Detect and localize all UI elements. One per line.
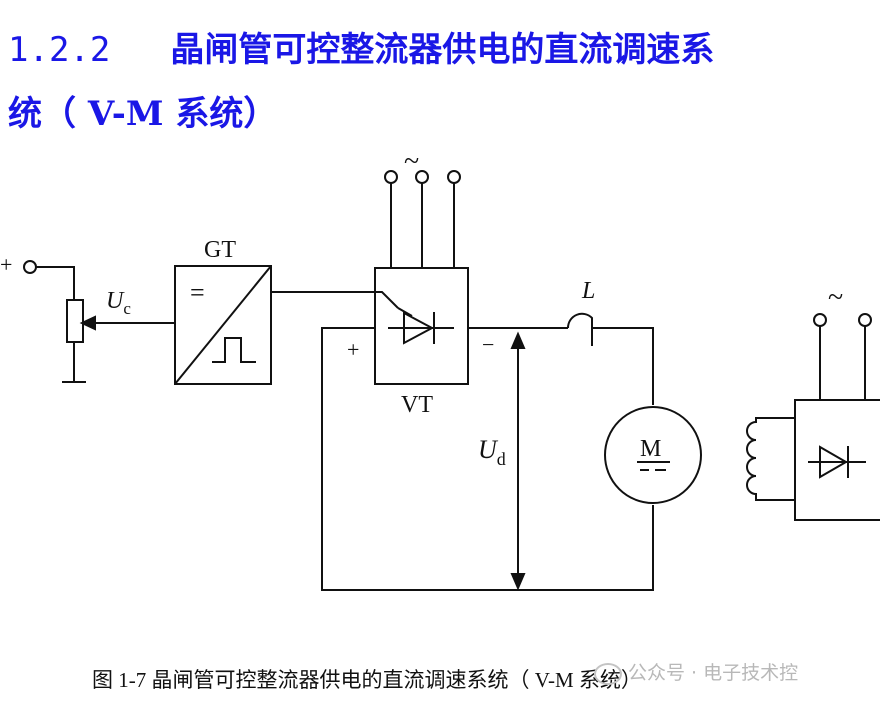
wechat-icon: [594, 662, 622, 685]
gt-diagonal: [174, 265, 272, 385]
section-number: 1.2.2: [8, 30, 111, 70]
wiper-arrow: [79, 315, 96, 331]
section-title-line2: 统（ V-M 系统）: [8, 94, 278, 134]
potentiometer: [66, 299, 84, 343]
ac-input-wires: [390, 183, 455, 268]
ground-symbol: [62, 342, 86, 383]
right-rectifier-block: [794, 399, 880, 521]
thyristor-gate: [397, 307, 413, 317]
figure-caption: 图 1-7 晶闸管可控整流器供电的直流调速系统（ V-M 系统）: [92, 668, 642, 692]
input-terminal: [23, 260, 37, 274]
section-heading: 1.2.2 晶闸管可控整流器供电的直流调速系 统（ V-M 系统）: [8, 18, 874, 146]
right-diode-triangle: [819, 445, 849, 479]
field-winding-coil: [746, 417, 795, 501]
return-wire: [321, 327, 654, 591]
motor-label: M: [640, 436, 661, 462]
right-ac-terminal-b: [858, 313, 872, 327]
inductor-label: L: [581, 278, 595, 304]
section-title-line1: 晶闸管可控整流器供电的直流调速系: [170, 30, 715, 70]
gt-block: [174, 265, 272, 385]
ud-label: Ud: [478, 435, 506, 469]
ac-terminal-a: [384, 170, 398, 184]
vt-label: VT: [401, 392, 433, 418]
ud-arrow-bottom: [510, 573, 526, 591]
thyristor-triangle: [403, 311, 435, 345]
right-ac-wires: [819, 326, 866, 400]
gt-label: GT: [204, 237, 236, 263]
gate-signal-wire: [271, 291, 399, 309]
dc-motor: [604, 406, 702, 504]
ac-tilde: ~: [404, 146, 419, 177]
gt-pulse-symbol: [212, 337, 256, 363]
inductor-coil: [566, 312, 593, 346]
input-plus-sign: +: [0, 252, 12, 277]
right-ac-terminal-a: [813, 313, 827, 327]
watermark: 公众号 · 电子技术控: [594, 658, 798, 685]
input-wire: [36, 266, 75, 300]
vt-rectifier-block: [374, 267, 469, 385]
ud-arrow-top: [510, 331, 526, 349]
inductor-to-motor-wire: [592, 327, 654, 405]
vt-minus-sign: −: [482, 332, 494, 357]
motor-dc-symbol: [637, 461, 670, 471]
watermark-text: 公众号 · 电子技术控: [628, 662, 799, 684]
ac-terminal-b: [415, 170, 429, 184]
uc-label: Uc: [106, 288, 131, 318]
ac-terminal-c: [447, 170, 461, 184]
gt-equal-sign: =: [190, 278, 205, 307]
right-ac-tilde: ~: [828, 282, 843, 313]
vt-plus-sign: +: [347, 337, 359, 362]
